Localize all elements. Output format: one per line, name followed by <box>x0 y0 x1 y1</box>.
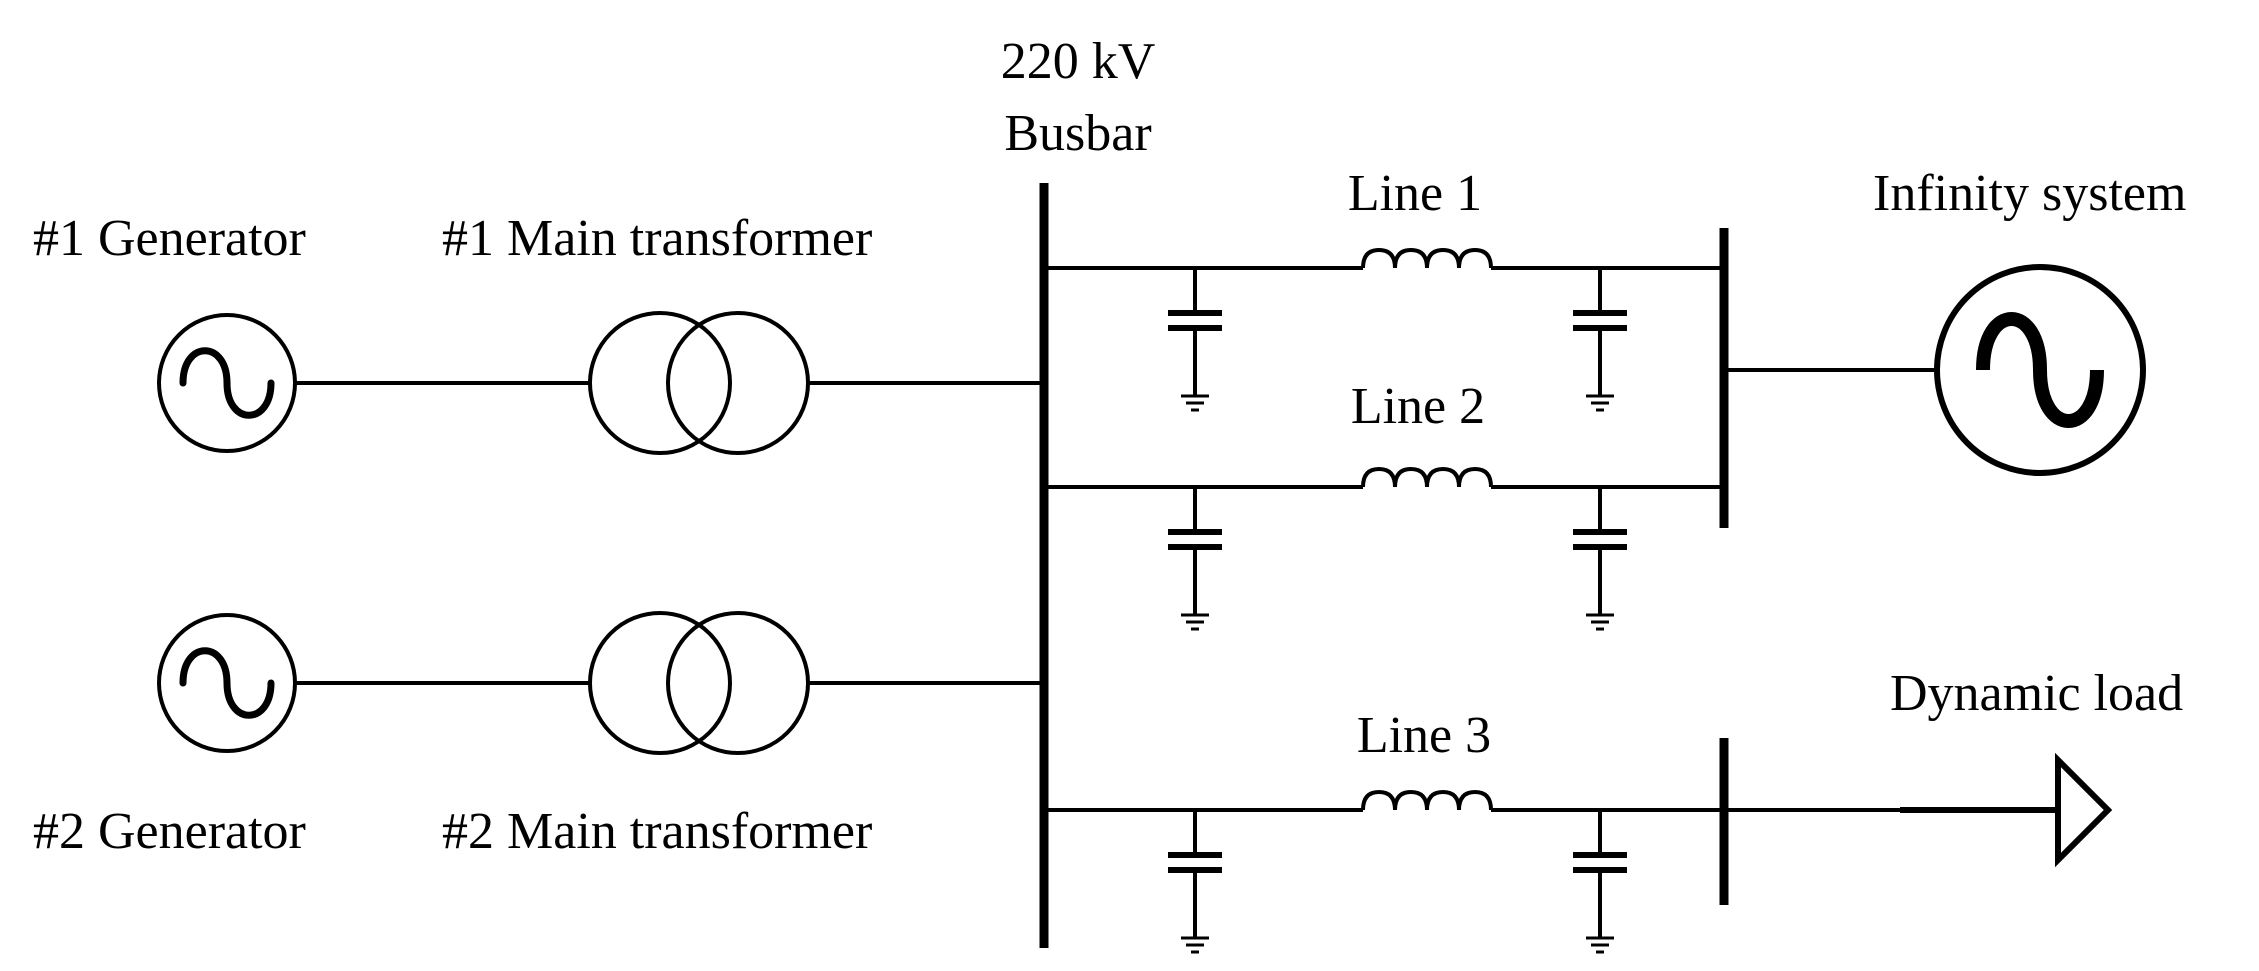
line-2-label: Line 2 <box>1351 378 1485 435</box>
inductor-icon <box>1361 467 1493 489</box>
capacitor-icon <box>1168 268 1222 410</box>
infinity-system-label: Infinity system <box>1873 165 2186 222</box>
transformer-1 <box>588 311 810 455</box>
capacitor-icon <box>1168 810 1222 952</box>
ac-source-icon <box>179 347 275 419</box>
capacitor-icon <box>1573 487 1627 629</box>
generator-2-label: #2 Generator <box>33 803 306 860</box>
busbar-name-label: Busbar <box>1004 105 1151 162</box>
line-1 <box>1044 248 1722 410</box>
inductor-icon <box>1361 790 1493 812</box>
transformer-1-label: #1 Main transformer <box>442 210 872 267</box>
infinity-system-source <box>1934 264 2146 476</box>
capacitor-icon <box>1573 810 1627 952</box>
line-3-label: Line 3 <box>1357 707 1491 764</box>
capacitor-icon <box>1168 487 1222 629</box>
line-2 <box>1044 467 1722 629</box>
ac-source-icon <box>1976 312 2104 428</box>
generator-1 <box>157 313 297 453</box>
line-1-label: Line 1 <box>1348 165 1482 222</box>
generator-1-label: #1 Generator <box>33 210 306 267</box>
capacitor-icon <box>1573 268 1627 410</box>
inductor-icon <box>1361 248 1493 270</box>
transformer-2 <box>588 611 810 755</box>
line-3 <box>1044 790 1722 952</box>
dynamic-load-label: Dynamic load <box>1890 665 2183 722</box>
ac-source-icon <box>179 647 275 719</box>
generator-2 <box>157 613 297 753</box>
transformer-2-label: #2 Main transformer <box>442 803 872 860</box>
arrow-load-icon <box>2055 752 2113 868</box>
busbar-voltage-label: 220 kV <box>1001 33 1156 90</box>
